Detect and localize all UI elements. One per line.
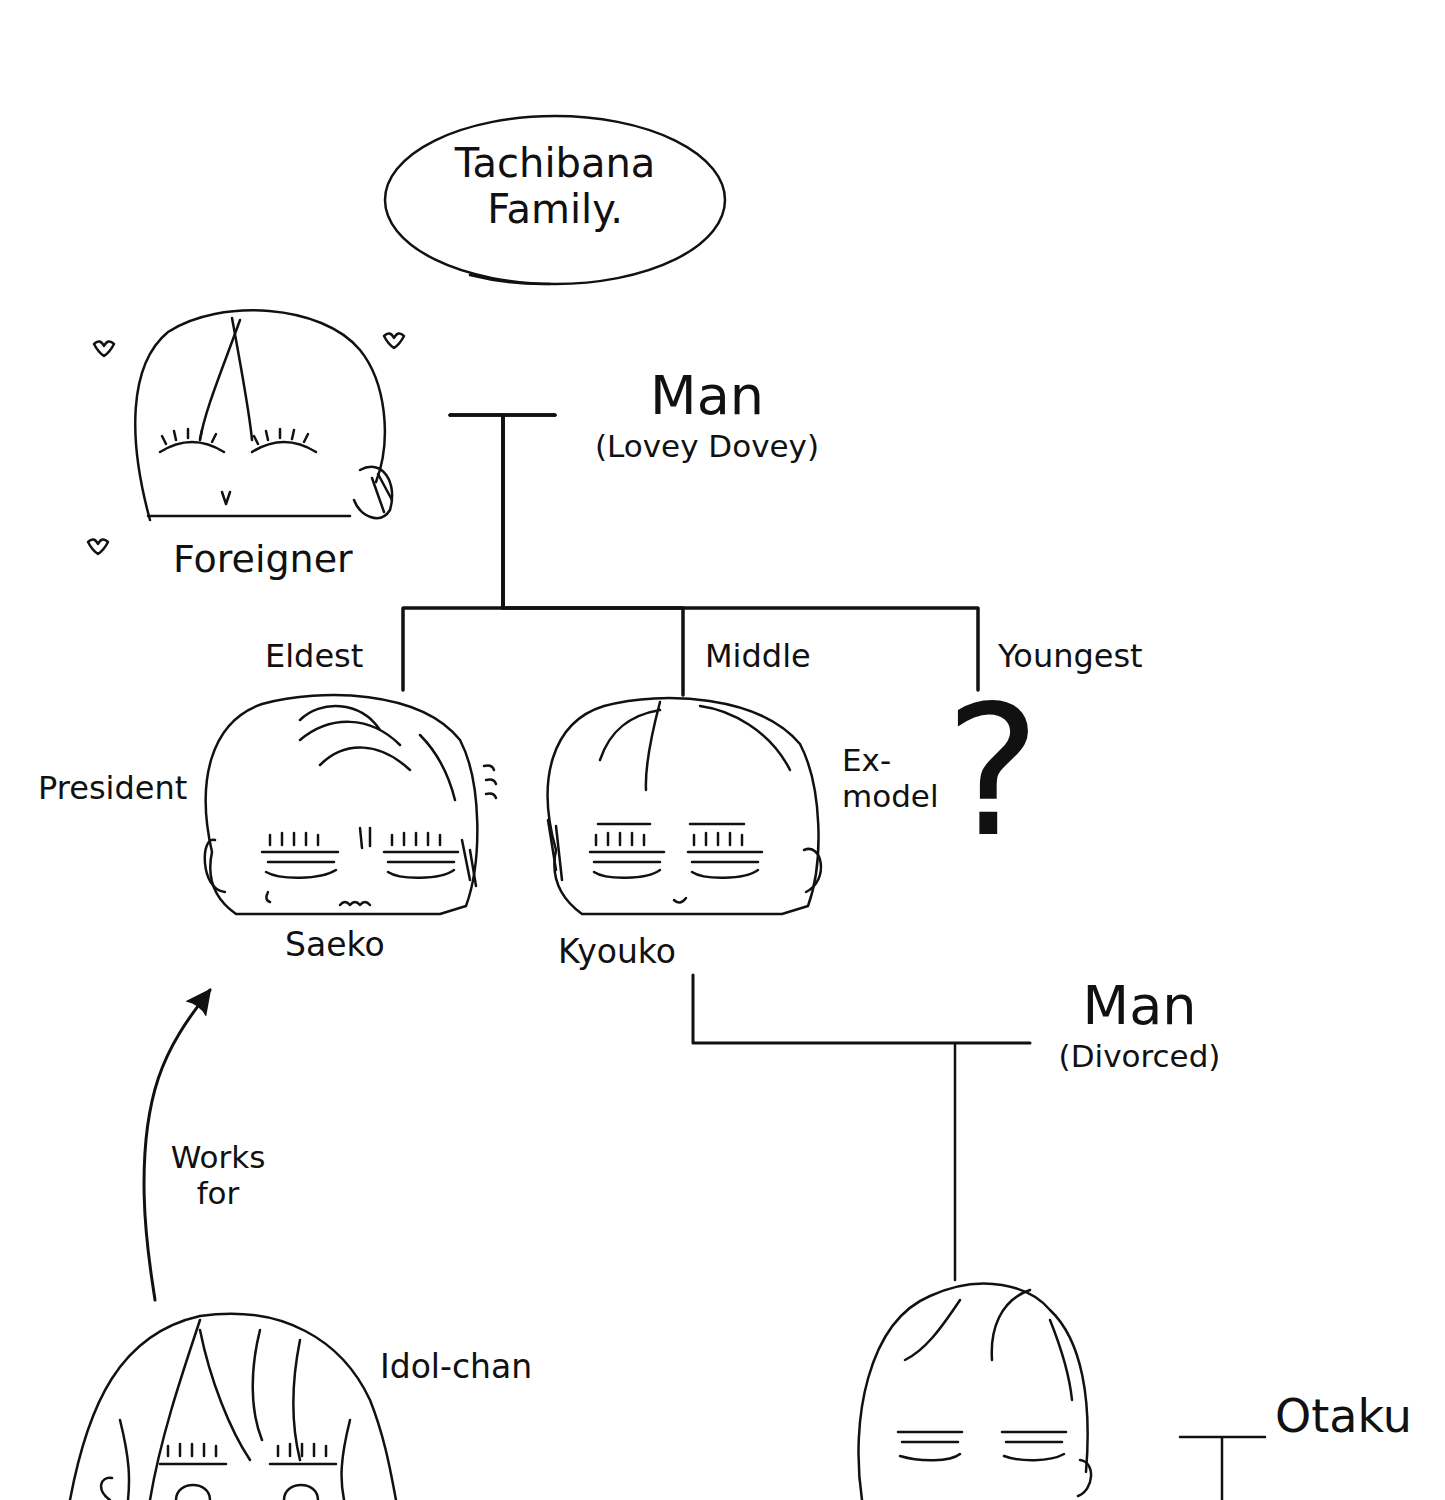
child-face-stroke bbox=[1078, 1460, 1091, 1496]
child-face-stroke bbox=[1002, 1432, 1066, 1460]
foreigner-face-stroke bbox=[88, 539, 108, 554]
kyouko-face-stroke bbox=[598, 823, 744, 826]
name-label: Man bbox=[1030, 975, 1249, 1037]
child-face-stroke bbox=[859, 1284, 1088, 1500]
otaku-marriage-line bbox=[1180, 1437, 1265, 1500]
foreigner-face-stroke bbox=[254, 429, 308, 444]
illustration-strokes bbox=[70, 116, 1265, 1500]
saeko-face-stroke bbox=[392, 833, 440, 845]
name-label: Man bbox=[555, 365, 859, 427]
person-node: Man(Divorced) bbox=[1030, 975, 1249, 1100]
kyouko-face-stroke bbox=[596, 833, 644, 845]
kyouko-face-stroke bbox=[548, 698, 819, 914]
family-line bbox=[450, 415, 978, 690]
name-label: Idol-chan bbox=[380, 1348, 532, 1386]
name-label: Otaku bbox=[1275, 1390, 1412, 1443]
foreigner-face-stroke bbox=[135, 310, 385, 520]
foreigner-face-stroke bbox=[94, 341, 114, 356]
saeko-face bbox=[205, 695, 496, 914]
foreigner-face-stroke bbox=[200, 320, 240, 440]
note-label: (Lovey Dovey) bbox=[555, 429, 859, 465]
foreigner-face-stroke bbox=[148, 515, 350, 518]
saeko-face-stroke bbox=[360, 828, 370, 848]
role-label: Ex- model bbox=[842, 743, 938, 814]
kyouko-face-stroke bbox=[600, 702, 790, 790]
idol-chan-face-stroke bbox=[101, 1478, 112, 1500]
saeko-face-stroke bbox=[205, 840, 225, 892]
foreigner-face-stroke bbox=[252, 442, 316, 452]
title-bubble bbox=[385, 116, 725, 284]
kyouko-face bbox=[548, 698, 821, 914]
foreigner-face-stroke bbox=[160, 442, 224, 452]
idol-chan-face-stroke bbox=[160, 1463, 336, 1466]
saeko-face-stroke bbox=[384, 852, 458, 878]
saeko-face-stroke bbox=[300, 706, 455, 800]
name-label: Foreigner bbox=[173, 538, 353, 582]
kyouko-face-stroke bbox=[694, 833, 742, 845]
saeko-face-stroke bbox=[462, 840, 476, 886]
person-node: Ex- modelKyouko bbox=[540, 695, 942, 975]
sibling-rank-label: Middle bbox=[705, 638, 811, 675]
person-node: Otaku bbox=[1275, 1390, 1435, 1450]
idol-chan-face bbox=[70, 1314, 396, 1500]
title-bubble-stroke bbox=[470, 275, 550, 284]
idol-chan-face-stroke bbox=[176, 1485, 318, 1500]
foreigner-face-stroke bbox=[384, 333, 404, 348]
divorce-drop-line bbox=[954, 1043, 957, 1280]
name-label: Saeko bbox=[285, 926, 385, 964]
family-line bbox=[503, 415, 978, 690]
kyouko-face-stroke bbox=[674, 898, 686, 903]
kyouko-face-stroke bbox=[688, 852, 762, 878]
saeko-face-stroke bbox=[266, 892, 270, 902]
person-node: PresidentSaeko bbox=[30, 690, 490, 990]
person-node: Man(Lovey Dovey) bbox=[555, 365, 859, 480]
person-node: Foreigner bbox=[85, 310, 450, 600]
name-label: Kyouko bbox=[558, 933, 676, 971]
child-face-stroke bbox=[898, 1432, 962, 1460]
child-face-stroke bbox=[905, 1290, 1072, 1400]
saeko-face-stroke bbox=[484, 766, 496, 799]
child-face bbox=[859, 1284, 1092, 1500]
idol-chan-face-stroke bbox=[168, 1444, 216, 1456]
saeko-face-stroke bbox=[206, 695, 478, 914]
foreigner-face bbox=[88, 310, 404, 554]
foreigner-face-stroke bbox=[354, 467, 392, 518]
edge-label: Works for bbox=[166, 1140, 270, 1211]
foreigner-face-stroke bbox=[162, 429, 216, 444]
saeko-face-stroke bbox=[340, 902, 370, 905]
divorce-drop-line-stroke bbox=[954, 1043, 957, 1280]
sibling-rank-label: Youngest bbox=[998, 638, 1143, 675]
sibling-rank-label: Eldest bbox=[265, 638, 363, 675]
foreigner-face-stroke bbox=[222, 492, 230, 504]
idol-chan-face-stroke bbox=[278, 1444, 326, 1456]
role-label: President bbox=[38, 770, 187, 807]
person-node: Idol-chan bbox=[60, 1300, 540, 1500]
family-line bbox=[403, 415, 555, 690]
unknown-mark: ? bbox=[945, 682, 1041, 862]
idol-chan-face-stroke bbox=[120, 1320, 350, 1500]
note-label: (Divorced) bbox=[1030, 1039, 1249, 1075]
saeko-face-stroke bbox=[262, 852, 338, 878]
otaku-marriage-line-stroke bbox=[1180, 1437, 1265, 1500]
kyouko-face-stroke bbox=[590, 852, 664, 878]
kyouko-face-stroke bbox=[804, 849, 821, 892]
title-text: Tachibana Family. bbox=[415, 140, 695, 232]
family-line bbox=[693, 975, 1030, 1043]
title-bubble-stroke bbox=[385, 116, 725, 284]
foreigner-face-stroke bbox=[372, 474, 392, 512]
kyouko-face-stroke bbox=[548, 820, 562, 880]
saeko-face-stroke bbox=[270, 833, 318, 845]
family-line bbox=[403, 415, 503, 690]
idol-chan-face-stroke bbox=[70, 1314, 396, 1500]
unknown-node: ? bbox=[945, 690, 1055, 900]
